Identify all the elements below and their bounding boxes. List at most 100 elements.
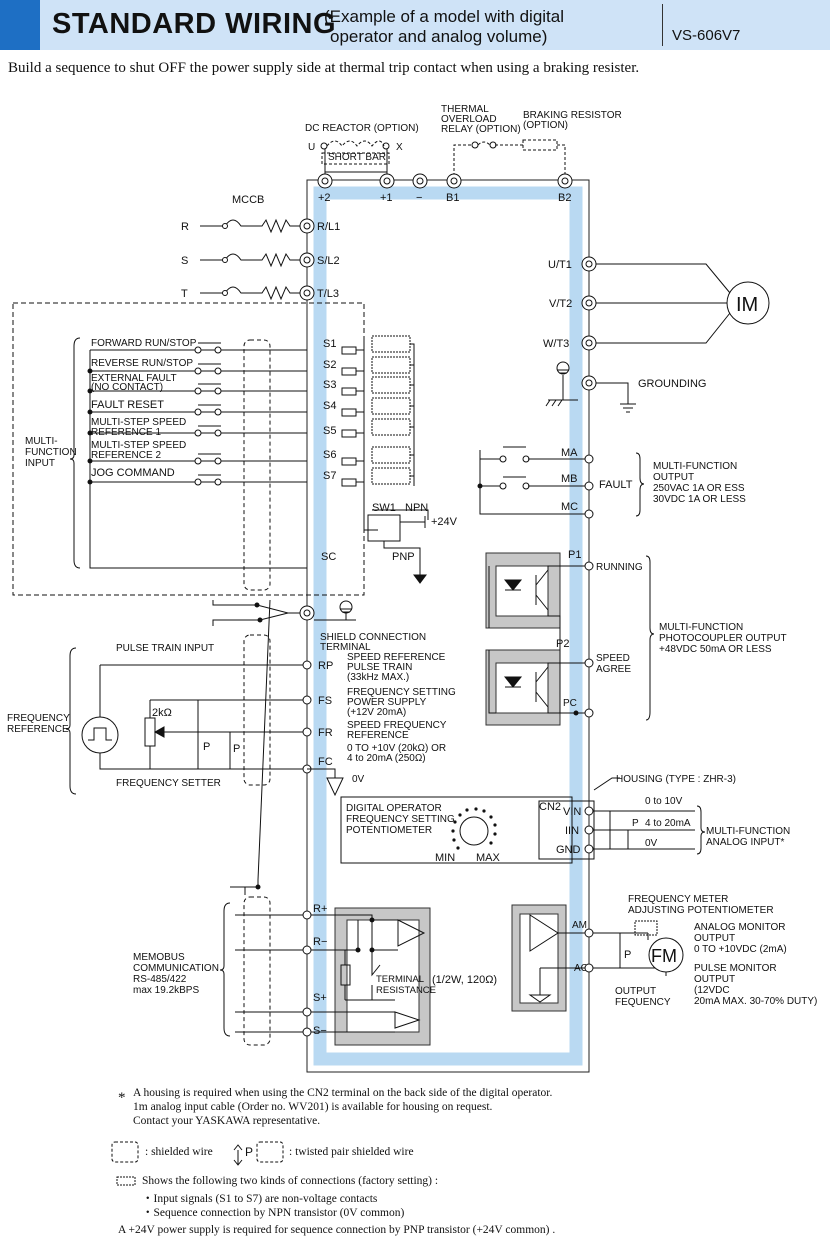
legend-shielded-wire: : shielded wire [145,1146,213,1158]
pulse-monitor-desc-1: PULSE MONITOR [694,963,777,974]
pulse-train-input-label: PULSE TRAIN INPUT [116,643,214,654]
terminal-rp: RP [318,660,333,672]
input-photocouplers [341,335,415,490]
iin-label: IIN [565,825,579,837]
pnp-label: PNP [392,551,415,563]
terminal-vt2: V/T2 [549,298,572,310]
multi-function-input-group: MULTI- FUNCTION INPUT FORWARD RUN/STOP R… [12,302,458,596]
cn2-label: CN2 [539,801,561,813]
pulse-monitor-desc-4: 20mA MAX. 30-70% DUTY) [694,996,817,1007]
rp-desc-3: (33kHz MAX.) [347,672,409,683]
legend-twisted-p: P [245,1145,254,1159]
legend-symbols [111,1141,284,1186]
mccb-label: MCCB [232,194,264,206]
grounding-label: GROUNDING [638,378,706,390]
subtitle-line-1: (Example of a model with digital [324,7,565,26]
terminal-fc: FC [318,756,333,768]
input-s1-label: FORWARD RUN/STOP [91,338,197,349]
running-label: RUNNING [596,562,643,573]
thermal-label-3: RELAY (OPTION) [441,124,521,135]
terminal-s3: S3 [323,379,336,391]
operator-label-2: FREQUENCY SETTING [346,814,455,825]
terminal-mb: MB [561,473,578,485]
terminal-pc: PC [563,698,577,709]
phase-s-label: S [181,255,188,267]
fault-desc-4: 30VDC 1A OR LESS [653,494,746,505]
thermal-label-2: OVERLOAD [441,114,497,125]
braking-label-1: BRAKING RESISTOR [523,110,622,121]
memobus-label-3: RS-485/422 [133,974,187,985]
terminal-tl3: T/L3 [317,288,339,300]
gnd-label: GND [556,844,581,856]
agree-label: AGREE [596,664,631,675]
frequency-reference-group: PULSE TRAIN INPUT FREQUENCY REFERENCE 2k… [7,634,456,797]
input-s7-label: JOG COMMAND [91,467,175,479]
motor-im-symbol [726,281,770,325]
digital-operator-group: DIGITAL OPERATOR FREQUENCY SETTING POTEN… [340,774,790,864]
terminal-am: AM [572,920,587,931]
shield-connection-group: SHIELD CONNECTION TERMINAL [212,600,426,653]
freq-ref-label-1: FREQUENCY [7,713,70,724]
fr-desc-4: 4 to 20mA (250Ω) [347,753,426,764]
rp-desc-1: SPEED REFERENCE [347,652,446,663]
pot-p-label-1: P [203,741,210,753]
fr-desc-1: SPEED FREQUENCY [347,720,447,731]
mf-input-label-1: MULTI- [25,436,58,447]
page-header: STANDARD WIRING (Example of a model with… [0,0,830,50]
fr-desc-2: REFERENCE [347,730,409,741]
terminal-minus: − [416,192,422,204]
terminal-rplus: R+ [313,903,327,915]
analog-monitor-desc-2: OUTPUT [694,933,735,944]
terminal-plus1: +1 [380,192,393,204]
range-p-label: P [632,818,639,829]
braking-label-2: (OPTION) [523,120,568,131]
input-s3-label: EXTERNAL FAULT [91,373,177,384]
range-label-1: 0 to 10V [645,796,683,807]
terminal-splus: S+ [313,992,327,1004]
operator-label-3: POTENTIOMETER [346,825,432,836]
memobus-label-4: max 19.2kBPS [133,985,199,996]
terminal-wt3: W/T3 [543,338,569,350]
photo-desc-1: MULTI-FUNCTION [659,622,743,633]
zero-v-label: 0V [352,774,365,785]
pot-p-label-2: P [233,743,240,755]
frequency-meter-symbol [648,937,684,973]
page-subtitle: (Example of a model with digital operato… [324,7,654,47]
adjust-label-1: FREQUENCY METER [628,894,728,905]
operator-label-1: DIGITAL OPERATOR [346,803,442,814]
analog-monitor-desc-3: 0 TO +10VDC (2mA) [694,944,787,955]
terminal-resistance-label-2: RESISTANCE [376,985,436,996]
footnote-star: * [118,1090,126,1106]
thermal-label-1: THERMAL [441,104,489,115]
power-input-group: MCCB R S T R/L1 S/L2 T/L3 [181,194,340,301]
terminal-p2: P2 [556,638,569,650]
fault-output-group: MA MB MC FAULT MULTI-FUNCTION OUTPUT 250… [477,446,746,519]
input-s5-label: MULTI-STEP SPEED [91,417,186,428]
terminal-b1: B1 [446,192,459,204]
terminal-resistance-value: (1/2W, 120Ω) [432,974,497,986]
terminal-sl2: S/L2 [317,255,340,267]
top-terminals: +2 +1 − B1 B2 [317,173,573,204]
output-frequency-label-1: OUTPUT [615,986,656,997]
adjust-label-2: ADJUSTING POTENTIOMETER [628,905,774,916]
fs-desc-2: POWER SUPPLY [347,697,427,708]
memobus-label-1: MEMOBUS [133,952,185,963]
freq-setter-label: FREQUENCY SETTER [116,778,221,789]
thermal-relay-group: THERMAL OVERLOAD RELAY (OPTION) BRAKING … [441,104,622,176]
rp-desc-2: PULSE TRAIN [347,662,412,673]
terminal-sminus: S− [313,1025,327,1037]
terminal-s1: S1 [323,338,336,350]
mf-input-label-3: INPUT [25,458,55,469]
photocoupler-output-group: P1 P2 PC RUNNING SPEED AGREE MULTI-FUNCT… [485,549,787,726]
page-title: STANDARD WIRING [52,8,337,40]
dc-reactor-group: DC REACTOR (OPTION) U X SHORT BAR [305,123,419,176]
analog-input-label-2: ANALOG INPUT* [706,837,784,848]
model-number: VS-606V7 [672,27,741,44]
terminal-rl1: R/L1 [317,221,340,233]
speed-label: SPEED [596,653,630,664]
input-s6-label-2: REFERENCE 2 [91,450,161,461]
photo-desc-3: +48VDC 50mA OR LESS [659,644,772,655]
sw1-label: SW1 [372,502,396,514]
terminal-fr: FR [318,727,333,739]
